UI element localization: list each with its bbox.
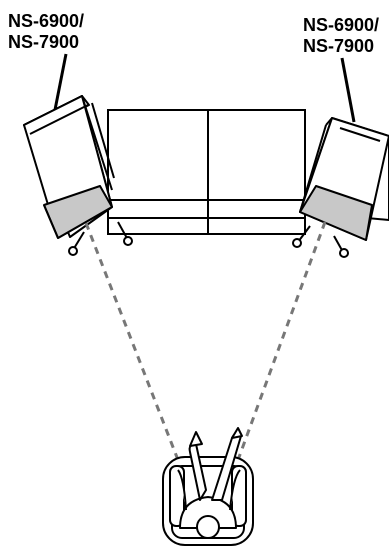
right-sight-line (236, 221, 327, 461)
listener-head (196, 515, 220, 539)
sofa (107, 109, 306, 235)
left-speaker-model-line2: NS-7900 (8, 32, 80, 52)
left-speaker-model-line1: NS-6900/ (8, 11, 85, 31)
right-speaker-model-line2: NS-7900 (303, 36, 375, 56)
right-speaker-model-label: NS-6900/ NS-7900 (303, 15, 379, 57)
right-leader-line (340, 57, 356, 123)
right-speaker-grille (299, 185, 373, 241)
left-speaker-model-label: NS-6900/ NS-7900 (8, 11, 84, 53)
listener (162, 427, 254, 546)
left-speaker (23, 95, 133, 256)
left-sight-line (84, 222, 180, 461)
right-speaker (292, 117, 389, 258)
right-speaker-model-line1: NS-6900/ (303, 15, 380, 35)
